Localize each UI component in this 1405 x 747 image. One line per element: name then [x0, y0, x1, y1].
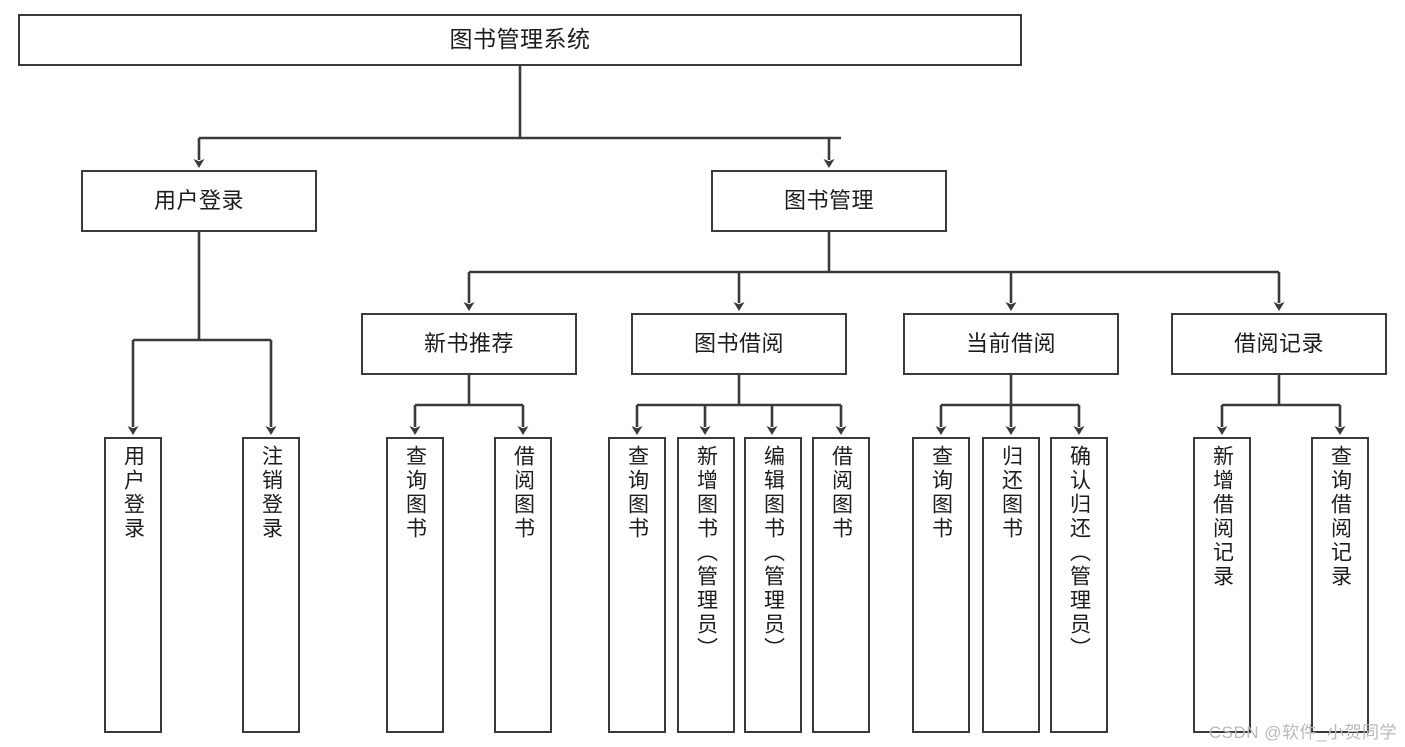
- node-root[interactable]: 图书管理系统: [18, 14, 1022, 66]
- node-leaf-edit-book[interactable]: 编辑图书（管理员）: [744, 437, 802, 733]
- node-leaf-query-record[interactable]: 查询借阅记录: [1311, 437, 1369, 733]
- node-book-borrow[interactable]: 图书借阅: [631, 313, 847, 375]
- node-leaf-return-book-label: 归还图书: [999, 445, 1023, 541]
- node-leaf-borrow-book-1-label: 借阅图书: [511, 445, 535, 541]
- node-current-borrow-label: 当前借阅: [965, 331, 1056, 357]
- node-leaf-user-login-label: 用户登录: [121, 445, 145, 541]
- node-book-borrow-label: 图书借阅: [693, 331, 784, 357]
- node-leaf-borrow-book-1[interactable]: 借阅图书: [494, 437, 552, 733]
- node-leaf-query-book-1-label: 查询图书: [403, 445, 427, 541]
- node-leaf-borrow-book-2[interactable]: 借阅图书: [812, 437, 870, 733]
- node-new-book-recommend[interactable]: 新书推荐: [361, 313, 577, 375]
- node-leaf-query-record-label: 查询借阅记录: [1328, 445, 1352, 589]
- node-new-book-recommend-label: 新书推荐: [423, 331, 514, 357]
- node-leaf-confirm-return-label: 确认归还（管理员）: [1067, 445, 1091, 661]
- node-leaf-borrow-book-2-label: 借阅图书: [829, 445, 853, 541]
- node-current-borrow[interactable]: 当前借阅: [903, 313, 1119, 375]
- watermark: CSDN @软件_小贺同学: [1208, 723, 1397, 742]
- node-book-management[interactable]: 图书管理: [711, 170, 947, 232]
- node-leaf-confirm-return[interactable]: 确认归还（管理员）: [1050, 437, 1108, 733]
- node-leaf-edit-book-label: 编辑图书（管理员）: [761, 445, 785, 661]
- node-leaf-logout-label: 注销登录: [259, 445, 283, 541]
- node-leaf-add-record[interactable]: 新增借阅记录: [1193, 437, 1251, 733]
- node-leaf-add-book-label: 新增图书（管理员）: [694, 445, 718, 661]
- node-root-label: 图书管理系统: [449, 26, 591, 53]
- node-leaf-add-book[interactable]: 新增图书（管理员）: [677, 437, 735, 733]
- node-leaf-return-book[interactable]: 归还图书: [982, 437, 1040, 733]
- node-user-login[interactable]: 用户登录: [81, 170, 317, 232]
- node-leaf-logout[interactable]: 注销登录: [242, 437, 300, 733]
- node-user-login-label: 用户登录: [153, 188, 244, 214]
- node-leaf-query-book-3[interactable]: 查询图书: [912, 437, 970, 733]
- node-book-management-label: 图书管理: [783, 188, 874, 214]
- node-leaf-user-login[interactable]: 用户登录: [104, 437, 162, 733]
- node-borrow-record[interactable]: 借阅记录: [1171, 313, 1387, 375]
- node-borrow-record-label: 借阅记录: [1233, 331, 1324, 357]
- node-leaf-query-book-1[interactable]: 查询图书: [386, 437, 444, 733]
- node-leaf-query-book-2[interactable]: 查询图书: [608, 437, 666, 733]
- node-leaf-query-book-3-label: 查询图书: [929, 445, 953, 541]
- node-leaf-add-record-label: 新增借阅记录: [1210, 445, 1234, 589]
- node-leaf-query-book-2-label: 查询图书: [625, 445, 649, 541]
